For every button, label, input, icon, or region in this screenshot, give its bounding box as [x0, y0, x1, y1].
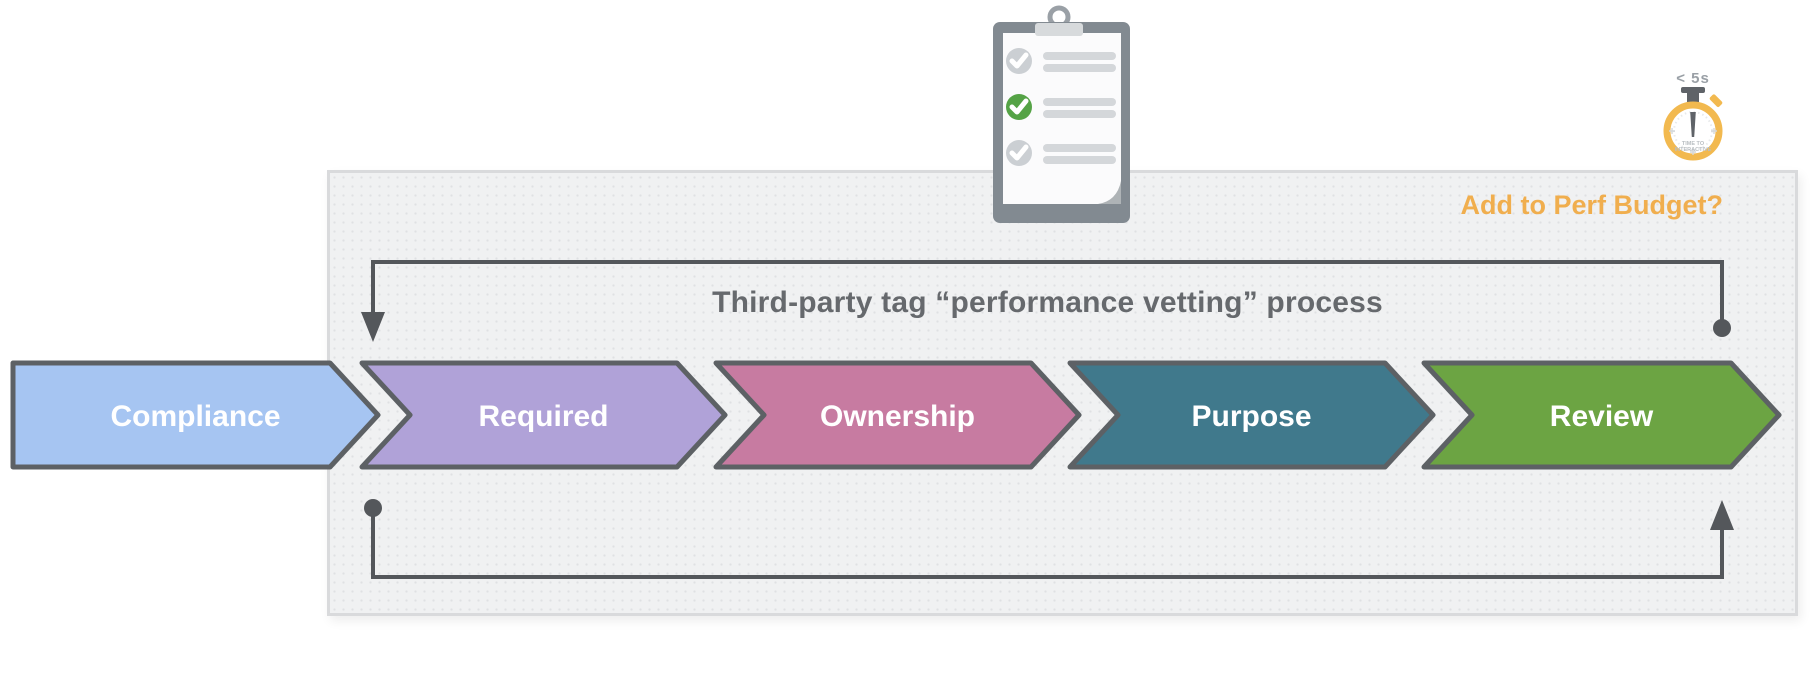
text-line-bar	[1043, 98, 1116, 106]
text-line-bar	[1043, 110, 1116, 118]
diagram-title: Third-party tag “performance vetting” pr…	[712, 286, 1383, 319]
chevron-required	[359, 360, 728, 470]
checkmark-icon	[1009, 98, 1029, 115]
chevron-compliance	[10, 360, 381, 470]
checkmark-icon	[1009, 52, 1029, 69]
stopwatch-stem	[1687, 91, 1699, 102]
text-line-bar	[1043, 52, 1116, 60]
chevron-ownership	[713, 360, 1082, 470]
text-line-bar	[1043, 144, 1116, 152]
stopwatch-plus-marks	[1669, 128, 1717, 155]
checkmark-icon	[1009, 144, 1029, 161]
chevron-purpose	[1067, 360, 1436, 470]
bottom-feedback-loop	[364, 499, 1734, 579]
loop-start-dot	[364, 499, 382, 517]
chevron-label-purpose: Purpose	[1191, 400, 1312, 433]
clipboard-paper-curl	[1098, 181, 1121, 204]
checklist-row	[1006, 140, 1116, 166]
perf-budget-label: Add to Perf Budget?	[1460, 190, 1723, 220]
text-line-bar	[1043, 64, 1116, 72]
time-label: < 5s	[1676, 70, 1710, 87]
loop-start-dot	[1713, 319, 1731, 337]
clipboard-clip	[1035, 23, 1083, 36]
checklist-row	[1006, 94, 1116, 120]
stopwatch-face-text: TIME TO	[1682, 141, 1705, 147]
chevron-label-required: Required	[478, 400, 609, 433]
text-line-bar	[1043, 156, 1116, 164]
stopwatch-side-knob	[1709, 94, 1723, 107]
top-feedback-loop	[361, 260, 1731, 342]
arrowhead-up-icon	[1710, 500, 1734, 530]
stopwatch-face-text: INTERACTIVE	[1675, 147, 1712, 153]
chevron-review	[1421, 360, 1782, 470]
chevron-label-compliance: Compliance	[110, 400, 281, 433]
stopwatch-needle	[1690, 112, 1696, 137]
checklist-row	[1006, 48, 1116, 74]
chevron-label-review: Review	[1549, 400, 1654, 433]
arrowhead-down-icon	[361, 312, 385, 342]
chevron-label-ownership: Ownership	[819, 400, 976, 433]
